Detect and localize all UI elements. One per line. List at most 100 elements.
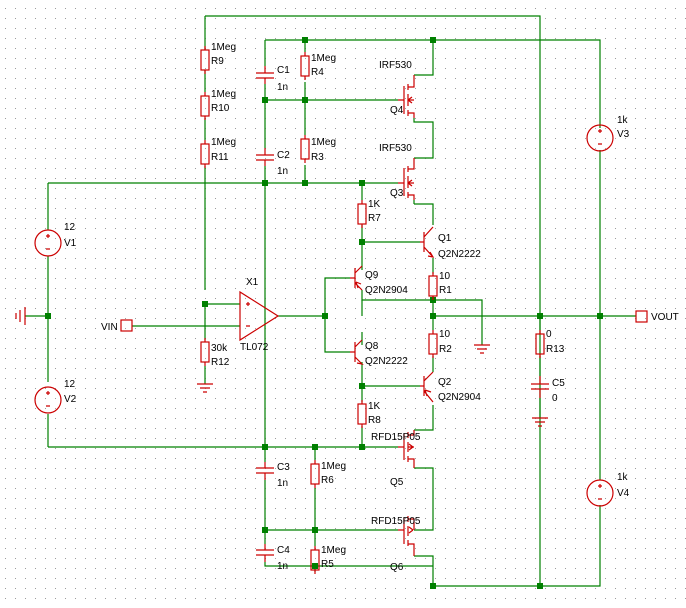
q8-model: Q2N2222 [365, 356, 408, 367]
c5-value: 0 [552, 393, 558, 404]
wire [414, 405, 434, 431]
mosfet-q5[interactable] [398, 430, 415, 468]
r11-value: 1Meg [211, 137, 236, 148]
r5-value: 1Meg [321, 545, 346, 556]
junction [262, 97, 268, 103]
q8-ref: Q8 [365, 341, 379, 352]
v2-ref: V2 [64, 394, 77, 405]
r8-ref: R8 [368, 415, 381, 426]
q5-ref: Q5 [390, 477, 404, 488]
r5-ref: R5 [321, 559, 334, 570]
wire [414, 40, 434, 76]
resistor-r6[interactable] [310, 463, 320, 485]
wire [361, 290, 483, 345]
wire [414, 555, 434, 586]
r7-value: 1K [368, 199, 381, 210]
v3-ref: V3 [617, 129, 630, 140]
q4-model: IRF530 [379, 60, 412, 71]
v2-value: 12 [64, 379, 76, 390]
junction [597, 313, 603, 319]
junction [312, 563, 318, 569]
junction [430, 583, 436, 589]
mosfet-q4[interactable] [398, 75, 415, 118]
ground-symbol [532, 417, 548, 427]
dot-grid [5, 8, 686, 599]
resistor-r8[interactable] [357, 403, 367, 425]
bjt-q1[interactable] [420, 226, 435, 258]
c2-value: 1n [277, 166, 288, 177]
q6-ref: Q6 [390, 562, 404, 573]
r7-ref: R7 [368, 213, 381, 224]
junction [322, 313, 328, 319]
c3-ref: C3 [277, 462, 290, 473]
capacitor-c4[interactable] [256, 544, 274, 562]
opamp-x1[interactable] [239, 290, 280, 342]
junction [302, 180, 308, 186]
wire [264, 562, 433, 567]
vin-label: VIN [101, 322, 118, 333]
junction [202, 301, 208, 307]
c3-value: 1n [277, 478, 288, 489]
bjt-q9[interactable] [350, 265, 363, 291]
r6-value: 1Meg [321, 461, 346, 472]
v1-value: 12 [64, 222, 76, 233]
junction [359, 444, 365, 450]
resistor-r9[interactable] [200, 49, 210, 71]
q4-ref: Q4 [390, 105, 404, 116]
r9-value: 1Meg [211, 42, 236, 53]
junction [359, 383, 365, 389]
capacitor-c3[interactable] [256, 462, 274, 480]
r1-value: 10 [439, 271, 451, 282]
capacitor-c2[interactable] [256, 148, 274, 166]
q2-ref: Q2 [438, 377, 452, 388]
r12-value: 30k [211, 343, 228, 354]
wire [413, 118, 434, 159]
lead [204, 46, 541, 574]
port-vout[interactable] [635, 310, 648, 323]
q3-ref: Q3 [390, 188, 404, 199]
capacitor-c5[interactable] [531, 376, 549, 398]
capacitor-c1[interactable] [256, 66, 274, 84]
junction [359, 180, 365, 186]
wire [540, 505, 601, 587]
vout-label: VOUT [651, 312, 679, 323]
ground-symbol [15, 307, 26, 325]
voltage-source-v3[interactable] [586, 124, 614, 152]
c2-ref: C2 [277, 150, 290, 161]
r2-ref: R2 [439, 344, 452, 355]
q2-model: Q2N2904 [438, 392, 481, 403]
junction [537, 583, 543, 589]
r10-ref: R10 [211, 103, 230, 114]
v1-ref: V1 [64, 238, 77, 249]
r13-value: 0 [546, 329, 552, 340]
port-vin[interactable] [120, 319, 133, 332]
resistor-r11[interactable] [200, 143, 210, 165]
r4-ref: R4 [311, 67, 324, 78]
voltage-source-v1[interactable] [34, 229, 62, 257]
v4-value: 1k [617, 472, 629, 483]
v3-value: 1k [617, 115, 629, 126]
c1-value: 1n [277, 82, 288, 93]
opamp-model: TL072 [240, 342, 269, 353]
voltage-source-v4[interactable] [586, 479, 614, 507]
bjt-q8[interactable] [350, 339, 364, 365]
mosfet-q6[interactable] [398, 516, 415, 556]
wire [265, 39, 601, 128]
q9-ref: Q9 [365, 270, 379, 281]
mosfet-q3[interactable] [398, 158, 415, 200]
voltage-source-v2[interactable] [34, 386, 62, 414]
ground-symbol [197, 383, 213, 393]
r2-value: 10 [439, 329, 451, 340]
wire [324, 277, 350, 353]
bjt-q2[interactable] [420, 371, 434, 403]
r3-ref: R3 [311, 152, 324, 163]
wire [414, 467, 434, 531]
r12-ref: R12 [211, 357, 230, 368]
junctions [45, 37, 603, 589]
resistor-r2[interactable] [428, 333, 438, 355]
q9-model: Q2N2904 [365, 285, 408, 296]
r6-ref: R6 [321, 475, 334, 486]
resistor-r7[interactable] [357, 203, 367, 225]
r9-ref: R9 [211, 56, 224, 67]
